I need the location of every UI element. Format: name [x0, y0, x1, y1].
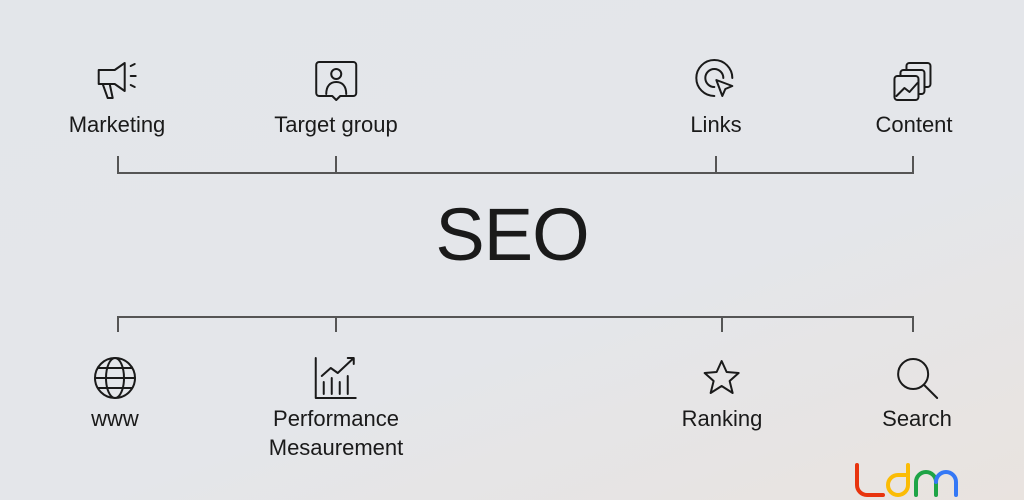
node-links: Links: [690, 56, 742, 139]
bottom-bracket-line: [117, 316, 914, 318]
node-www: www: [91, 354, 139, 433]
top-tick: [912, 156, 914, 173]
bottom-tick: [721, 316, 723, 332]
node-performance-measurement: Performance Mesaurement: [268, 354, 404, 462]
bottom-tick: [335, 316, 337, 332]
node-label: Marketing: [68, 112, 166, 137]
globe-icon: [94, 357, 136, 399]
bottom-tick: [912, 316, 914, 332]
megaphone-icon: [98, 62, 137, 99]
node-label: Links: [690, 112, 742, 137]
top-tick: [117, 156, 119, 173]
node-label: Search: [882, 406, 952, 431]
top-tick: [335, 156, 337, 173]
udm-logo: [855, 463, 958, 497]
bottom-tick: [117, 316, 119, 332]
seo-title: SEO: [435, 193, 589, 276]
node-search: Search: [882, 354, 952, 433]
node-label: Ranking: [681, 406, 763, 431]
user-bubble-icon: [315, 61, 357, 101]
node-label: Content: [875, 112, 953, 137]
chart-icon: [314, 357, 357, 399]
search-icon: [897, 358, 938, 399]
node-label-line2: Mesaurement: [268, 435, 404, 460]
node-target-group: Target group: [274, 56, 398, 139]
top-bracket-line: [117, 172, 914, 174]
node-label: www: [91, 406, 139, 431]
node-content: Content: [875, 56, 953, 139]
click-cursor-icon: [694, 59, 733, 97]
node-ranking: Ranking: [681, 354, 763, 433]
node-label: Target group: [274, 112, 398, 137]
node-marketing: Marketing: [68, 56, 166, 139]
top-tick: [715, 156, 717, 173]
star-icon: [704, 360, 740, 394]
node-label-line1: Performance: [273, 406, 399, 431]
image-stack-icon: [893, 62, 931, 101]
